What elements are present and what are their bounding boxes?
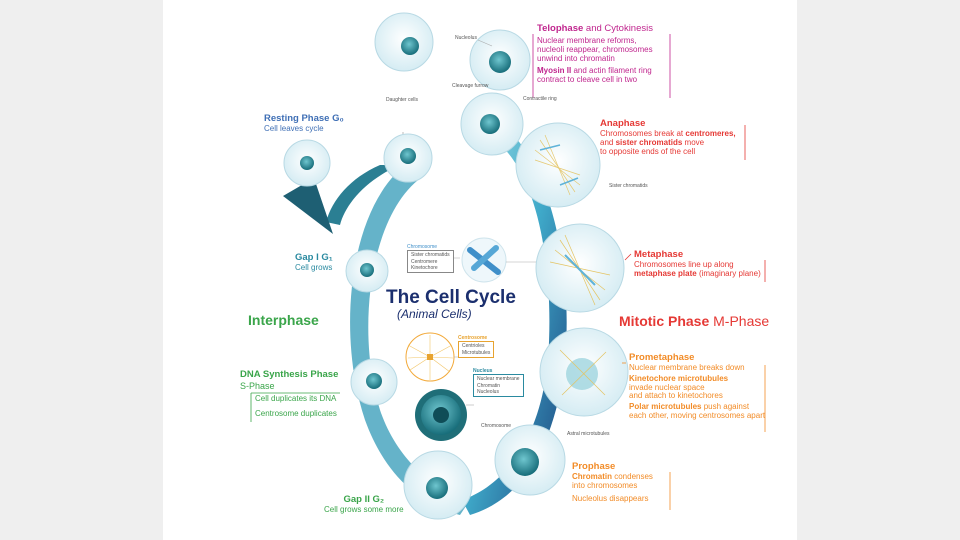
cell-s-phase <box>350 358 398 406</box>
telophase-desc-1: Nuclear membrane reforms, <box>537 35 637 45</box>
chromosome-legend-l3: Kinetochore <box>411 264 438 271</box>
anaphase-desc-2a: and <box>600 137 614 147</box>
centrosome-legend-title: Centrosome <box>458 335 488 341</box>
anaphase-block: Anaphase Chromosomes break at centromere… <box>600 118 736 156</box>
nucleus-legend-title: Nucleus <box>473 368 493 374</box>
g2-desc: Cell grows some more <box>324 504 404 514</box>
prometaphase-desc-3c: each other, moving centrosomes apart <box>629 411 766 421</box>
telophase-desc-5: contract to cleave cell in two <box>537 75 638 85</box>
sister-chromatids-callout: Sister chromatids <box>609 183 648 189</box>
anaphase-desc-1a: Chromosomes break at <box>600 128 684 138</box>
diagram-title: The Cell Cycle <box>386 287 516 308</box>
cell-cytokinesis <box>460 92 524 156</box>
s-phase-subtitle: S-Phase <box>240 380 275 391</box>
cell-prometaphase <box>539 327 629 417</box>
s-phase-title: DNA Synthesis Phase <box>240 369 339 380</box>
g2-title: Gap II G₂ <box>343 494 385 505</box>
g1-desc: Cell grows <box>295 262 333 272</box>
anaphase-desc-2b: sister chromatids <box>615 137 683 147</box>
nucleus-legend-l3: Nucleolus <box>477 388 499 395</box>
g1-title: Gap I G₁ <box>295 252 333 263</box>
metaphase-title: Metaphase <box>634 249 684 260</box>
interphase-label: Interphase <box>248 312 319 328</box>
s-phase-block: DNA Synthesis Phase S-Phase Cell duplica… <box>240 369 339 419</box>
nucleolus-callout: Nucleolus <box>455 35 477 41</box>
mitotic-phase-rest: M-Phase <box>713 313 770 329</box>
cell-resting <box>283 139 331 187</box>
s-phase-desc-1: Cell duplicates its DNA <box>255 393 337 403</box>
mitotic-phase-bold: Mitotic Phase <box>619 313 710 329</box>
resting-arrowhead <box>283 178 333 234</box>
diagram-subtitle: (Animal Cells) <box>397 307 472 321</box>
prophase-desc-1c: into chromosomes <box>572 480 638 490</box>
anaphase-desc-3: to opposite ends of the cell <box>600 146 696 156</box>
telophase-desc-3: unwind into chromatin <box>537 53 615 63</box>
prophase-desc-1a: Chromatin <box>572 471 612 481</box>
metaphase-block: Metaphase Chromosomes line up along meta… <box>634 249 761 279</box>
metaphase-desc-2b: (imaginary plane) <box>698 268 761 278</box>
telophase-title-bold: Telophase <box>537 23 584 34</box>
resting-block: Resting Phase G₀ Cell leaves cycle <box>264 113 344 134</box>
chromosome-legend: Chromosome Sister chromatids Centromere … <box>407 244 454 273</box>
cell-prophase <box>494 424 566 496</box>
prophase-block: Prophase Chromatin condenses into chromo… <box>572 461 653 503</box>
chromosome-callout: Chromosome <box>481 423 512 429</box>
telophase-desc-4a: Myosin II <box>537 66 572 76</box>
nucleus-legend-l1: Nuclear membrane <box>477 376 520 383</box>
prometaphase-desc-2c: and attach to kinetochores <box>629 391 723 401</box>
cell-top-left <box>383 133 433 183</box>
centrosome-legend-l2: Microtubules <box>462 349 491 356</box>
cell-metaphase <box>535 223 625 313</box>
cell-daughter-top <box>374 12 434 72</box>
contractile-ring-callout: Contractile ring <box>523 96 557 102</box>
g1-block: Gap I G₁ Cell grows <box>295 252 333 273</box>
anaphase-title: Anaphase <box>600 118 646 129</box>
prometaphase-desc-3b: push against <box>703 402 750 412</box>
anaphase-desc-2c: move <box>684 137 705 147</box>
telophase-desc-2: nucleoli reappear, chromosomes <box>537 44 653 54</box>
nucleus-legend: Nucleus Nuclear membrane Chromatin Nucle… <box>473 368 524 397</box>
prophase-desc-1b: condenses <box>614 471 653 481</box>
nucleus-legend-l2: Chromatin <box>477 382 501 389</box>
prometaphase-block: Prometaphase Nuclear membrane breaks dow… <box>629 352 766 421</box>
resting-arrow <box>326 165 400 225</box>
mitotic-phase-label: Mitotic Phase M-Phase <box>619 313 770 330</box>
chromosome-legend-title: Chromosome <box>407 244 438 250</box>
metaphase-desc-2a: metaphase plate <box>634 268 697 278</box>
cell-g1 <box>345 249 389 293</box>
prophase-desc-2: Nucleolus disappears <box>572 493 649 503</box>
centrosome-illustration <box>405 332 455 382</box>
prometaphase-desc-1: Nuclear membrane breaks down <box>629 362 745 372</box>
resting-title: Resting Phase G₀ <box>264 113 344 124</box>
cleavage-furrow-callout: Cleavage furrow <box>452 83 489 89</box>
cell-telophase <box>469 29 531 91</box>
telophase-title-rest: and Cytokinesis <box>585 23 653 34</box>
daughter-cells-callout: Daughter cells <box>386 97 418 103</box>
prometaphase-desc-3a: Polar microtubules <box>629 402 702 412</box>
s-phase-desc-2: Centrosome duplicates <box>255 408 337 418</box>
resting-desc: Cell leaves cycle <box>264 123 324 133</box>
chromosome-legend-l1: Sister chromatids <box>411 252 450 259</box>
telophase-desc-4b: and actin filament ring <box>573 66 652 76</box>
prometaphase-title: Prometaphase <box>629 352 695 363</box>
centrosome-legend-l1: Centrioles <box>462 343 485 350</box>
mitotic-arc <box>462 110 567 515</box>
chromosome-legend-l2: Centromere <box>411 258 438 265</box>
g2-block: Gap II G₂ Cell grows some more <box>324 494 404 515</box>
centrosome-legend: Centrosome Centrioles Microtubules <box>458 335 495 358</box>
interphase-arc <box>350 160 470 515</box>
prometaphase-desc-2a: Kinetochore microtubules <box>629 373 729 383</box>
anaphase-desc-1b: centromeres, <box>685 128 736 138</box>
chromosome-illustration <box>461 237 507 283</box>
prometaphase-desc-2b: invade nuclear space <box>629 382 705 392</box>
prophase-title: Prophase <box>572 461 616 472</box>
telophase-block: Telophase and Cytokinesis Nuclear membra… <box>537 23 653 85</box>
cell-g2 <box>403 450 473 520</box>
cell-anaphase <box>515 122 601 208</box>
astral-microtubules-callout: Astral microtubules <box>567 431 610 437</box>
nucleus-illustration <box>415 389 467 441</box>
metaphase-desc-1: Chromosomes line up along <box>634 259 734 269</box>
